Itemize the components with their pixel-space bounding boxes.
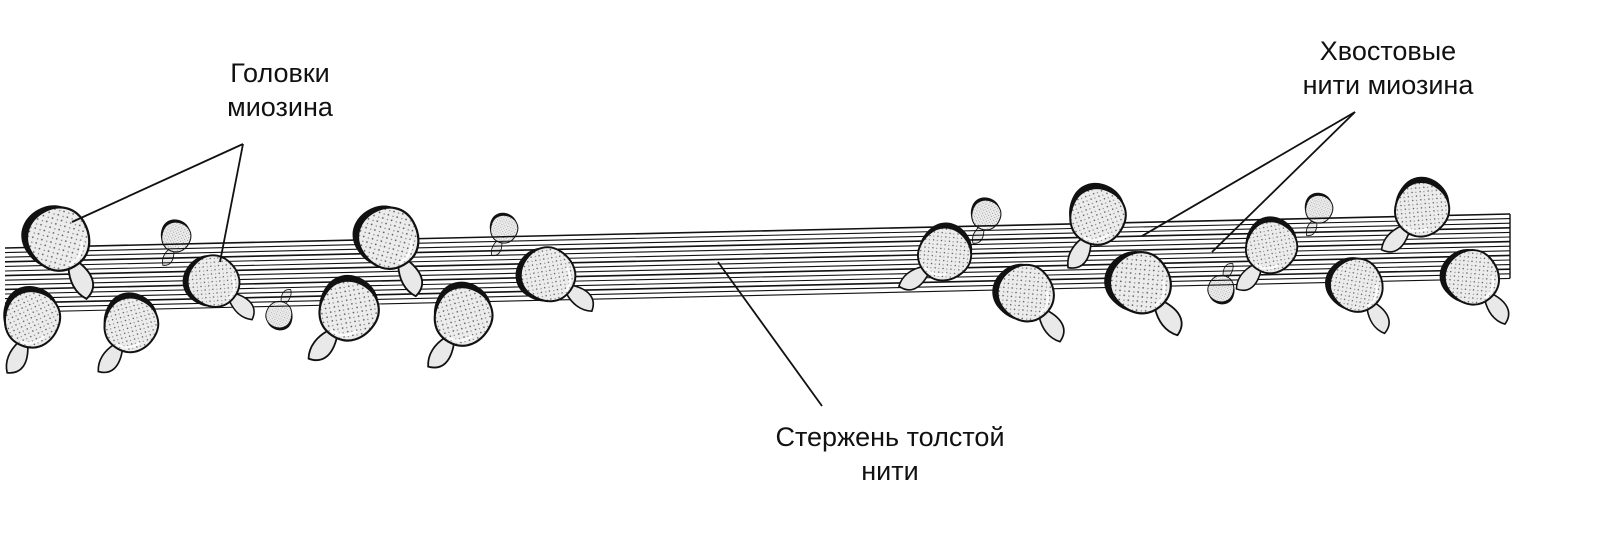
- head-highlight: [68, 240, 84, 267]
- head-neck: [1153, 300, 1183, 337]
- myosin-head: [1066, 183, 1127, 269]
- head-body: [103, 296, 160, 354]
- head-highlight: [1038, 290, 1050, 316]
- myosin-head: [97, 292, 160, 374]
- label-myosin-tail-filaments: Хвостовые нити миозина: [1268, 34, 1508, 102]
- myosin-head: [352, 205, 424, 298]
- label-myosin-tails-line-1: Хвостовые: [1319, 36, 1457, 66]
- label-core-line-1: Стержень толстой: [775, 422, 1005, 452]
- label-thick-filament-core: Стержень толстой нити: [740, 420, 1040, 488]
- leader-line: [219, 143, 244, 263]
- leader-line: [71, 143, 244, 223]
- head-body: [1069, 187, 1127, 246]
- myosin-head: [1325, 257, 1390, 335]
- head-neck: [5, 341, 29, 374]
- head-highlight: [446, 334, 474, 342]
- rod-strand: [4, 277, 1511, 313]
- head-highlight: [923, 266, 948, 276]
- head-neck: [897, 265, 930, 291]
- head-highlight: [1403, 224, 1429, 233]
- head-neck: [228, 292, 255, 321]
- head-body: [1244, 220, 1299, 275]
- head-highlight: [1154, 279, 1166, 307]
- leader-line: [717, 261, 823, 407]
- leader-lines: [71, 111, 1356, 407]
- head-neck: [1483, 292, 1510, 326]
- myosin-head: [1380, 176, 1451, 253]
- head-neck: [67, 260, 95, 301]
- head-neck: [97, 343, 124, 374]
- label-myosin-heads-line-1: Головки: [230, 58, 330, 88]
- label-myosin-heads-line-2: миозина: [227, 92, 333, 122]
- head-highlight: [115, 341, 141, 349]
- head-highlight: [398, 239, 413, 265]
- head-body: [1443, 249, 1500, 306]
- head-neck: [1038, 309, 1065, 343]
- head-body: [161, 221, 192, 253]
- myosin-head: [307, 274, 380, 361]
- head-body: [1394, 181, 1451, 238]
- head-body: [1329, 257, 1384, 313]
- myosin-heads-front: [3, 176, 1510, 374]
- head-highlight: [1254, 263, 1279, 270]
- myosin-head: [489, 212, 519, 257]
- head-body: [917, 226, 973, 282]
- head-highlight: [979, 223, 994, 229]
- head-body: [25, 206, 91, 272]
- head-body: [265, 300, 293, 329]
- rod-strand: [4, 273, 1511, 309]
- head-highlight: [19, 334, 46, 345]
- head-highlight: [1083, 232, 1110, 242]
- leader-line: [1141, 111, 1356, 237]
- head-body: [318, 279, 380, 342]
- head-body: [186, 254, 241, 308]
- myosin-head: [1304, 192, 1334, 237]
- myosin-head: [21, 205, 95, 301]
- head-neck: [565, 284, 594, 313]
- head-body: [1305, 194, 1334, 224]
- head-neck: [427, 336, 455, 369]
- head-highlight: [564, 266, 572, 292]
- myosin-head: [182, 254, 255, 321]
- head-neck: [1235, 263, 1262, 291]
- label-myosin-tails-line-2: нити миозина: [1302, 70, 1474, 100]
- head-neck: [1380, 224, 1411, 253]
- leader-line: [1211, 111, 1356, 253]
- head-body: [433, 286, 494, 347]
- head-body: [4, 290, 62, 349]
- myosin-head: [427, 281, 494, 369]
- myosin-head: [515, 246, 594, 313]
- label-myosin-heads: Головки миозина: [210, 56, 350, 124]
- myosin-head: [1439, 249, 1510, 326]
- label-core-line-2: нити: [861, 456, 919, 486]
- head-body: [996, 263, 1055, 323]
- myosin-head: [1235, 216, 1299, 291]
- head-body: [1207, 274, 1235, 303]
- myosin-head: [3, 285, 62, 374]
- head-neck: [397, 259, 424, 298]
- head-body: [519, 246, 577, 303]
- myosin-head: [992, 263, 1065, 343]
- head-body: [971, 199, 1002, 231]
- head-highlight: [228, 275, 236, 300]
- myosin-head: [897, 222, 973, 291]
- head-highlight: [1366, 284, 1378, 308]
- head-highlight: [1484, 274, 1495, 299]
- myosin-head: [1104, 251, 1183, 337]
- head-neck: [307, 329, 339, 361]
- head-highlight: [329, 329, 358, 337]
- head-body: [1108, 251, 1172, 315]
- head-neck: [1066, 237, 1092, 269]
- head-neck: [1366, 302, 1390, 335]
- head-body: [357, 206, 420, 270]
